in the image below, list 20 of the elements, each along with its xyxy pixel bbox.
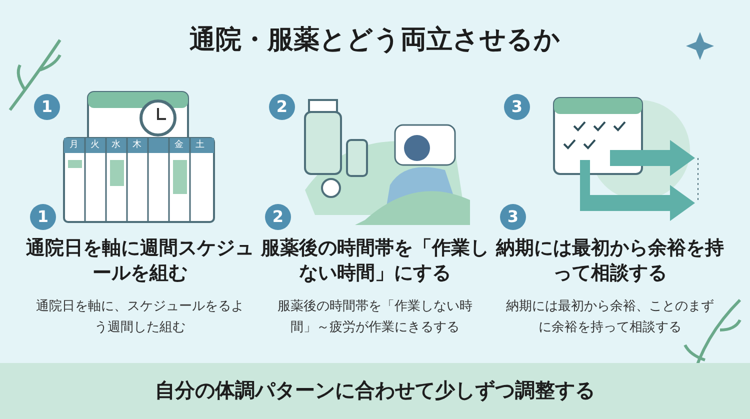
caption: 自分の体調パターンに合わせて少しずつ調整する bbox=[155, 377, 595, 404]
weekday-label: 水 bbox=[110, 139, 122, 152]
step-number-badge: 1 bbox=[30, 204, 56, 230]
step-heading: 服薬後の時間帯を「作業しない時間」にする bbox=[260, 236, 490, 286]
step-description: 納期には最初から余裕、ことのまずに余裕を持って相談する bbox=[505, 298, 715, 337]
step-heading: 納期には最初から余裕を持って相談する bbox=[494, 236, 725, 286]
weekday-label: 火 bbox=[90, 139, 100, 152]
step-number-badge: 2 bbox=[269, 94, 295, 120]
step-number-badge: 2 bbox=[265, 204, 291, 230]
weekday-label: 土 bbox=[194, 139, 206, 152]
step-number-badge: 3 bbox=[500, 204, 526, 230]
step-description: 服薬後の時間帯を「作業しない時間」～疲労が作業にきるする bbox=[276, 298, 474, 337]
weekday-label: 月 bbox=[68, 139, 80, 152]
weekday-label: 木 bbox=[132, 139, 142, 152]
step-heading: 通院日を軸に週間スケジュールを組む bbox=[25, 236, 255, 286]
step-description: 通院日を軸に、スケジュールをるよう週間した組む bbox=[35, 298, 245, 337]
step-number-badge: 3 bbox=[504, 94, 530, 120]
title: 通院・服薬とどう両立させるか bbox=[190, 24, 560, 57]
weekday-label: 金 bbox=[174, 139, 184, 152]
step-number-badge: 1 bbox=[34, 94, 60, 120]
